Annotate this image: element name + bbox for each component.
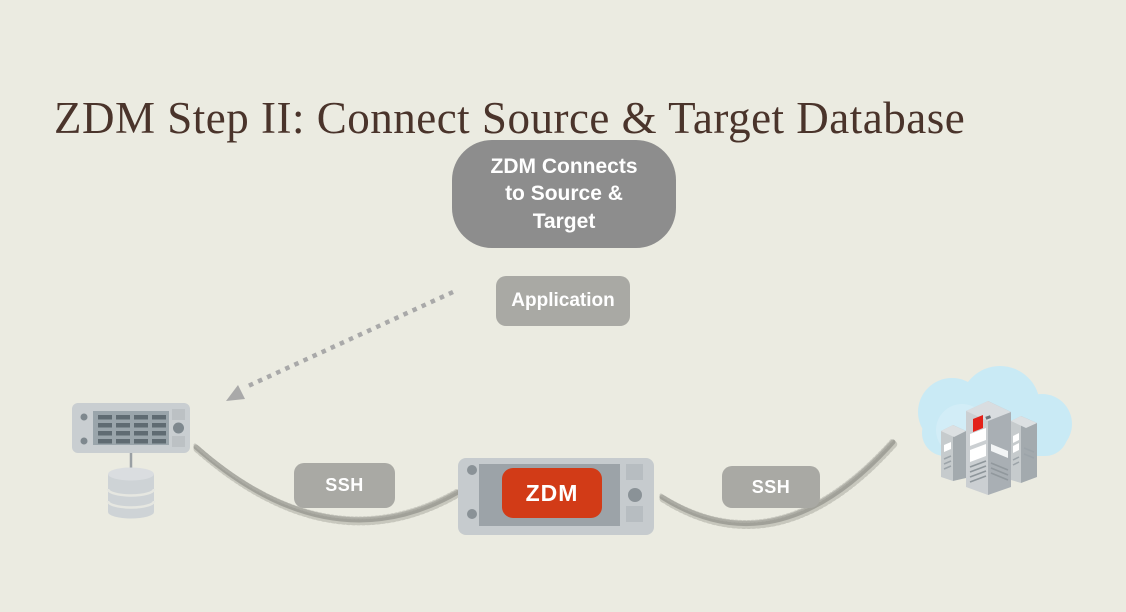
- ssh-left-label-text: SSH: [325, 475, 364, 495]
- ssh-left-label: SSH: [294, 463, 395, 508]
- zdm-badge: ZDM: [502, 468, 602, 518]
- ssh-right-label: SSH: [722, 466, 820, 508]
- source-server-icon: [72, 403, 190, 453]
- application-label: Application: [496, 276, 630, 326]
- ssh-right-label-text: SSH: [751, 476, 791, 497]
- right-ssh-connection-line: [659, 438, 898, 529]
- cloud-servers-icon: [941, 401, 1037, 495]
- left-ssh-connection-line: [193, 443, 462, 526]
- application-label-text: Application: [511, 290, 615, 311]
- database-cylinder-icon: [106, 453, 156, 519]
- dotted-arrow: [226, 289, 454, 401]
- zdm-badge-text: ZDM: [525, 479, 579, 506]
- zdm-connects-callout-text: ZDM Connects to Source & Target: [490, 155, 638, 233]
- zdm-connects-callout: ZDM Connects to Source & Target: [452, 140, 676, 248]
- page-title: ZDM Step II: Connect Source & Target Dat…: [54, 93, 966, 144]
